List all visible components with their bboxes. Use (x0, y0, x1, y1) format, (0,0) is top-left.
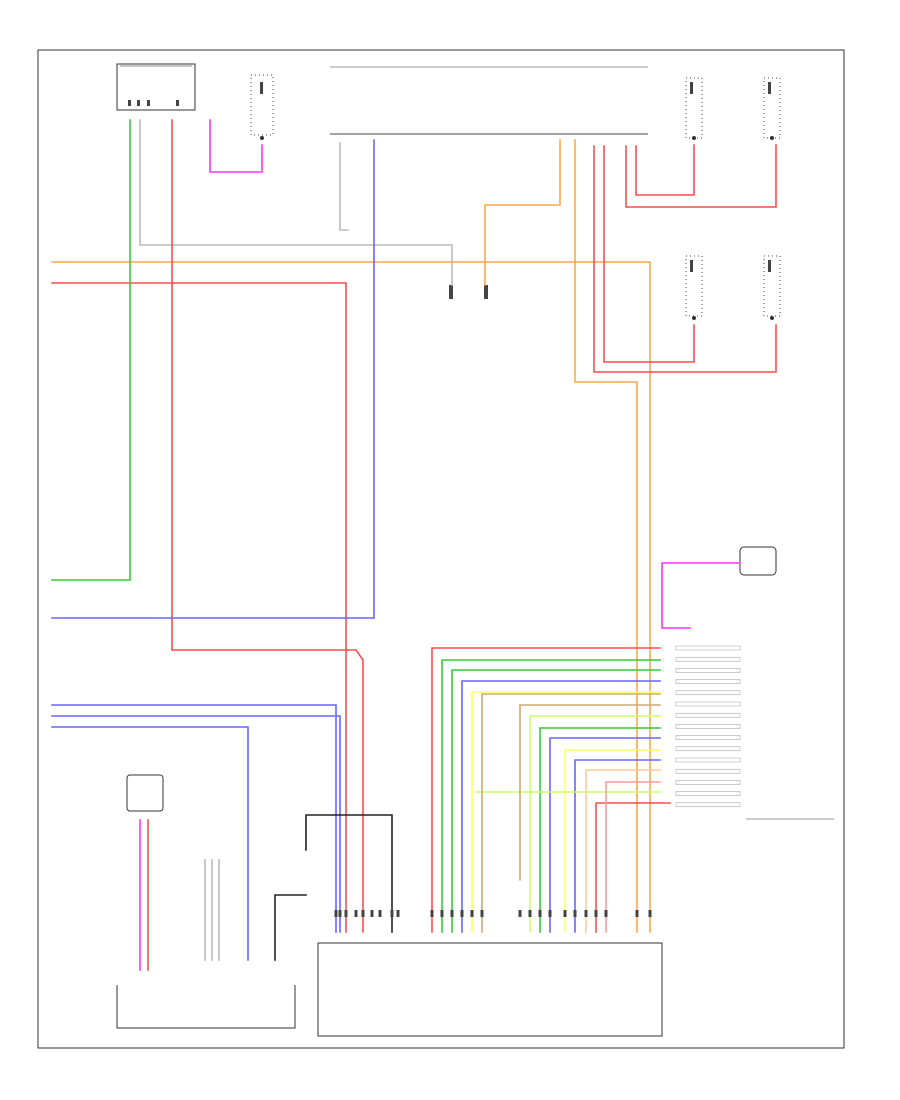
bottom-connector-pins (334, 910, 652, 917)
bottom-pin (396, 910, 400, 917)
terminal-slot (675, 735, 741, 740)
wire-peach-1 (585, 769, 661, 933)
wire-yellow-2 (564, 749, 661, 933)
wire-green-lower-2 (451, 669, 661, 933)
top-left-module (116, 63, 196, 111)
wire-pink-1 (605, 781, 661, 933)
wire-red-vert (171, 119, 364, 933)
bottom-pin (344, 910, 348, 917)
terminal-slot (675, 757, 741, 763)
right-top-sensors (685, 77, 781, 140)
wire-blue-lower-2 (549, 737, 661, 933)
wire-orange-main (51, 261, 651, 933)
lower-left-component-box (126, 774, 164, 812)
terminal-slot (675, 656, 741, 662)
bottom-pin (334, 910, 338, 917)
main-top-connector (330, 66, 648, 135)
terminal-slot (675, 712, 741, 718)
wires-layer (51, 119, 777, 971)
wire-red-main (51, 282, 347, 933)
main-bottom-module-box (317, 942, 663, 1037)
terminal-slot (675, 768, 741, 774)
bottom-pin (480, 910, 484, 917)
bottom-pin (563, 910, 567, 917)
bottom-pin (648, 910, 652, 917)
right-mid-sensors (685, 255, 781, 320)
right-terminal-block (675, 645, 741, 808)
terminal-slot (675, 746, 741, 752)
bottom-pin (450, 910, 454, 917)
wire-lime-2 (529, 715, 661, 933)
bottom-pin (518, 910, 522, 917)
wire-green-left (51, 119, 131, 581)
wire-blue-lower-1 (461, 680, 661, 933)
wire-gray-2 (339, 142, 349, 231)
wire-tan-1 (481, 693, 661, 933)
wire-red-mid-right (593, 145, 777, 373)
terminal-slot (675, 724, 741, 729)
terminal-slot (675, 802, 741, 808)
bottom-pin (594, 910, 598, 917)
bottom-pin (378, 910, 382, 917)
wire-red-lower (431, 647, 661, 933)
wire-green-lower-1 (441, 659, 661, 933)
wire-yellow-1 (471, 691, 661, 933)
wire-orange-branch (484, 139, 561, 286)
right-component-box (739, 546, 777, 576)
bottom-pin (584, 910, 588, 917)
wire-magenta-right (661, 562, 741, 629)
bottom-pin (470, 910, 474, 917)
bottom-pin (528, 910, 532, 917)
bottom-pin (573, 910, 577, 917)
bottom-pin (604, 910, 608, 917)
wire-blue-top (51, 139, 375, 619)
top-left-module-box (116, 63, 196, 111)
wire-gray-1 (139, 119, 453, 286)
bottom-pin (548, 910, 552, 917)
top-relay (250, 74, 274, 140)
bottom-pin (430, 910, 434, 917)
terminal-slot (675, 780, 741, 785)
bottom-pin (538, 910, 542, 917)
diagram-frame (37, 49, 845, 1049)
bottom-pin (338, 910, 342, 917)
terminal-slot (675, 690, 741, 696)
terminal-slot (675, 701, 741, 707)
wire-green-lower-3 (539, 727, 661, 933)
bottom-pin (390, 910, 394, 917)
wire-blue-lower-3 (574, 759, 661, 933)
wire-blue-left-3 (51, 726, 249, 961)
bottom-left-module-box (116, 985, 296, 1029)
bottom-pin (635, 910, 639, 917)
bottom-pin (460, 910, 464, 917)
wire-blue-left-2 (51, 715, 341, 933)
bottom-pin (354, 910, 358, 917)
wire-red-top-right-2 (635, 144, 695, 196)
wire-red-lower-2 (595, 802, 671, 933)
wire-black-top (305, 814, 393, 933)
bottom-pin (370, 910, 374, 917)
wire-blue-left-1 (51, 704, 337, 933)
wire-black-lower (274, 894, 307, 961)
bottom-pin (440, 910, 444, 917)
wire-red-top-right (625, 144, 777, 208)
wire-red-mid-right-2 (603, 145, 695, 363)
wire-magenta-top (209, 119, 263, 173)
wire-orange-right (574, 139, 638, 933)
center-sensor (449, 285, 488, 299)
terminal-slot (675, 645, 741, 651)
terminal-slot (675, 791, 741, 796)
terminal-slot (675, 679, 741, 684)
terminal-slot (675, 668, 741, 673)
bottom-pin (361, 910, 365, 917)
wire-tan-2 (519, 704, 661, 881)
